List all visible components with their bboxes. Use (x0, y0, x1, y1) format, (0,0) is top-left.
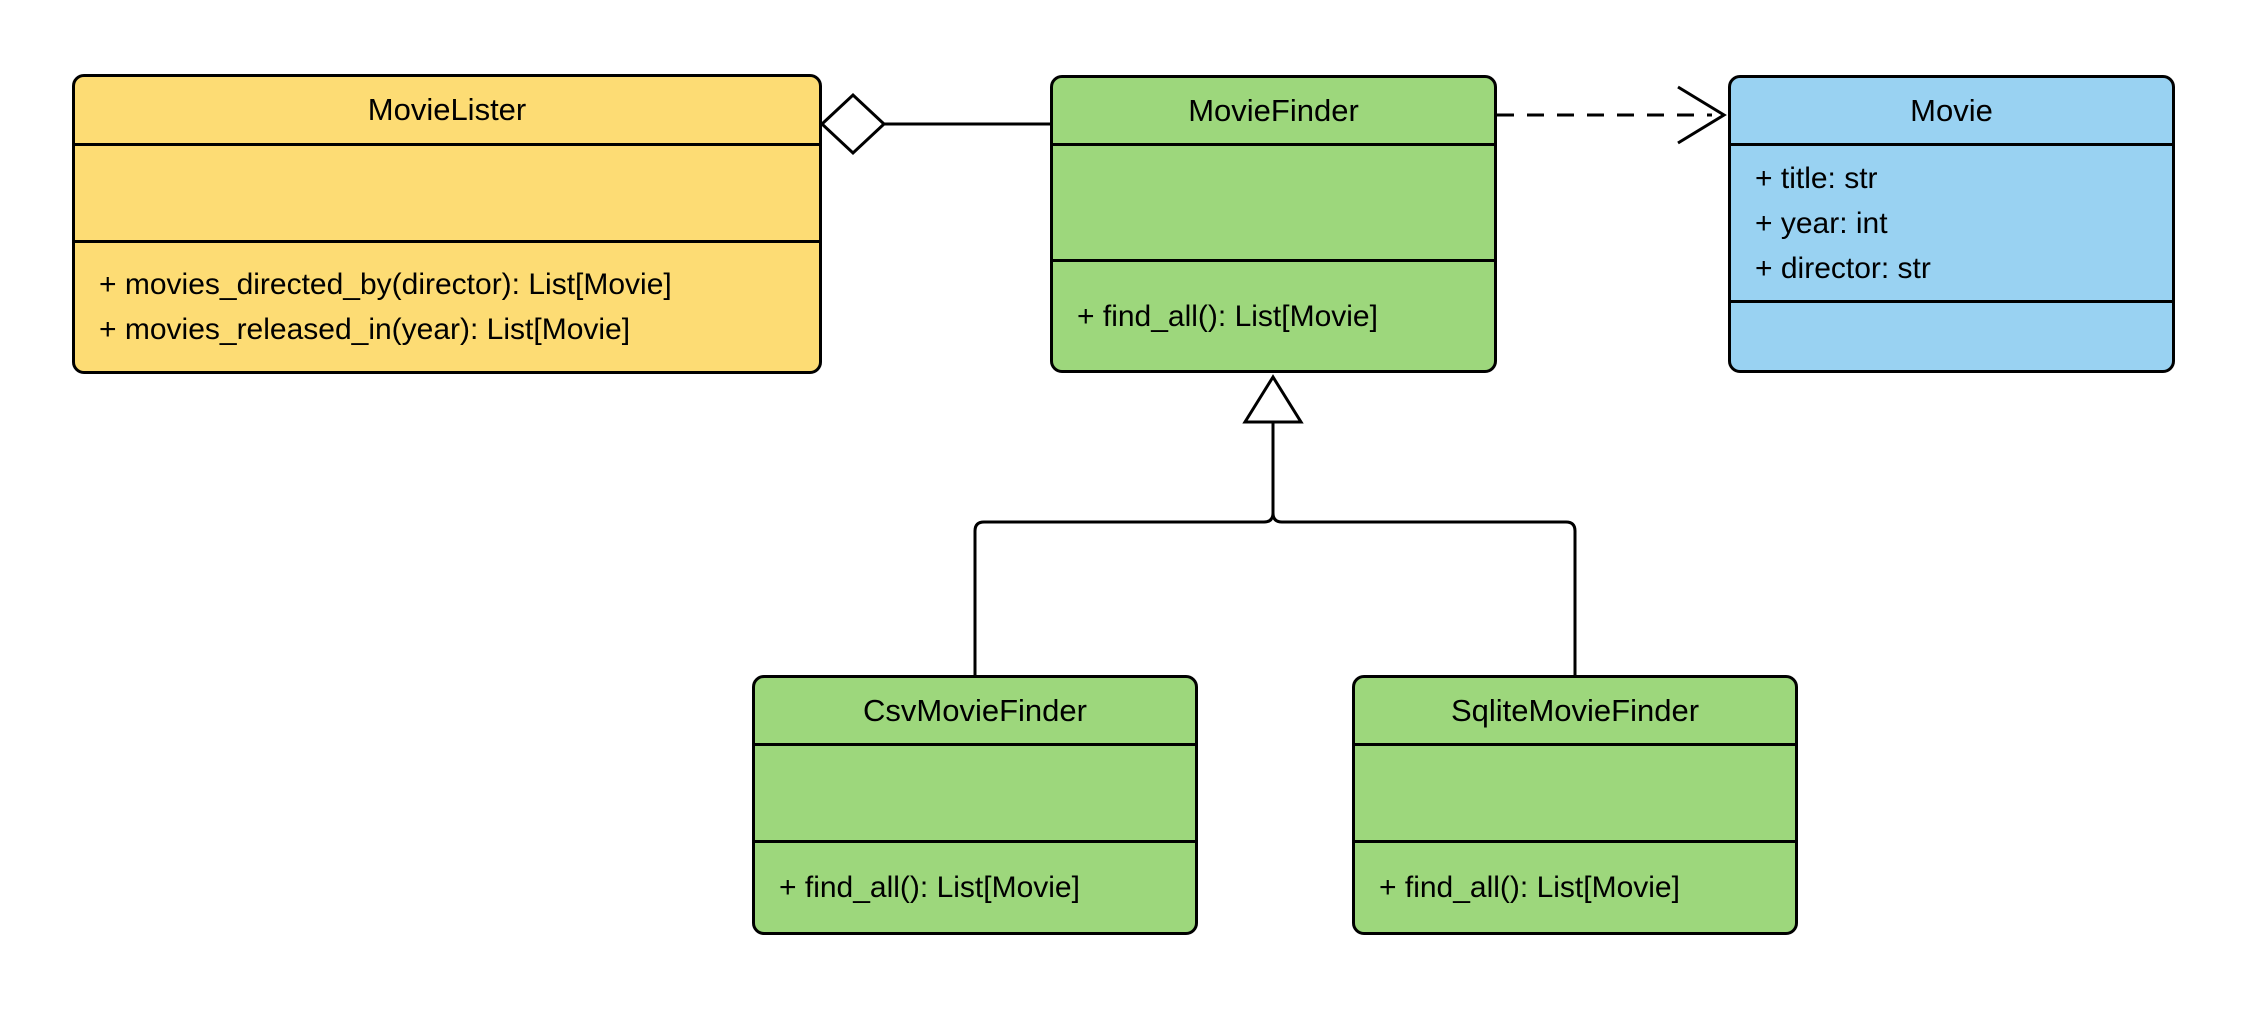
method-label: + find_all(): List[Movie] (1379, 871, 1680, 904)
inheritance-link-csv (973, 422, 1275, 675)
class-methods-compartment (1731, 300, 2172, 370)
class-name-label: SqliteMovieFinder (1450, 692, 1700, 728)
class-movie: Movie + title: str + year: int + directo… (1728, 75, 2175, 373)
method-label: + find_all(): List[Movie] (1077, 299, 1378, 333)
class-methods-compartment: + find_all(): List[Movie] (1355, 840, 1795, 932)
class-movielister: MovieLister + movies_directed_by(directo… (72, 74, 822, 374)
class-attributes-compartment (755, 743, 1195, 840)
class-methods-compartment: + find_all(): List[Movie] (755, 840, 1195, 932)
attribute-label: + title: str (1755, 161, 1878, 195)
inheritance-triangle-icon (1242, 374, 1304, 424)
class-sqlitemoviefinder: SqliteMovieFinder + find_all(): List[Mov… (1352, 675, 1798, 935)
class-title-compartment: CsvMovieFinder (755, 678, 1195, 743)
method-label: + find_all(): List[Movie] (779, 871, 1080, 904)
aggregation-diamond-icon (819, 92, 887, 156)
dependency-arrowhead-icon (1677, 85, 1727, 145)
class-attributes-compartment (75, 143, 819, 240)
class-title-compartment: Movie (1731, 78, 2172, 143)
class-methods-compartment: + find_all(): List[Movie] (1053, 259, 1494, 370)
class-name-label: MovieLister (367, 92, 527, 127)
class-attributes-compartment (1053, 143, 1494, 259)
attribute-label: + year: int (1755, 206, 1888, 240)
class-moviefinder: MovieFinder + find_all(): List[Movie] (1050, 75, 1497, 373)
class-title-compartment: MovieLister (75, 77, 819, 143)
method-label: + movies_released_in(year): List[Movie] (99, 313, 631, 346)
method-label: + movies_directed_by(director): List[Mov… (99, 268, 672, 301)
class-attributes-compartment (1355, 743, 1795, 840)
class-csvmoviefinder: CsvMovieFinder + find_all(): List[Movie] (752, 675, 1198, 935)
class-attributes-compartment: + title: str + year: int + director: str (1731, 143, 2172, 300)
class-name-label: Movie (1910, 92, 1993, 128)
class-methods-compartment: + movies_directed_by(director): List[Mov… (75, 240, 819, 371)
class-name-label: CsvMovieFinder (863, 692, 1087, 728)
class-title-compartment: MovieFinder (1053, 78, 1494, 143)
inheritance-link-sqlite (1271, 422, 1577, 675)
attribute-label: + director: str (1755, 251, 1931, 285)
class-title-compartment: SqliteMovieFinder (1355, 678, 1795, 743)
class-name-label: MovieFinder (1188, 92, 1359, 128)
